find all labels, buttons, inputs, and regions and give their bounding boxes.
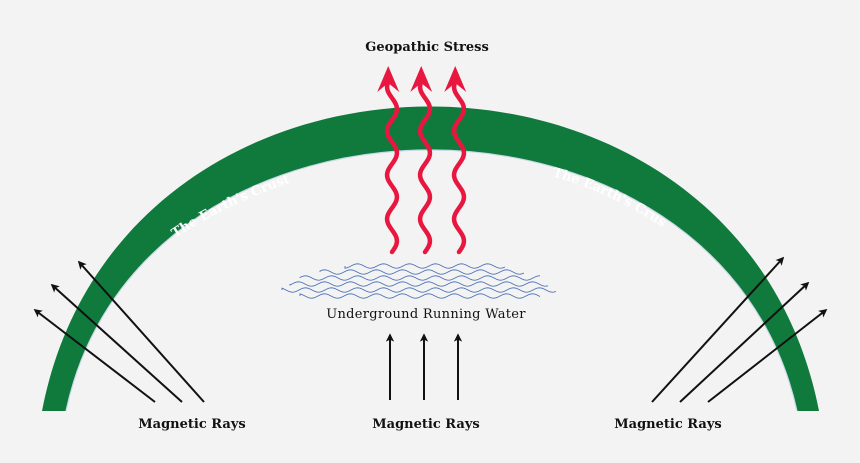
- crust-label-right-text: The Earth's Crust: [0, 0, 669, 230]
- water-wave-line: [344, 263, 506, 269]
- geopathic-stress-arrow-3: [451, 79, 467, 255]
- crust-inner-edge: [65, 149, 798, 412]
- magnetic-ray-arrow-left-2: [50, 283, 183, 403]
- earths-crust-band: [42, 106, 819, 411]
- geopathic-stress-arrowhead-2: [410, 66, 433, 92]
- underground-water-waves: [281, 263, 557, 299]
- magnetic-ray-arrow-right-3: [707, 308, 828, 403]
- magnetic-rays-right: [651, 256, 828, 403]
- geopathic-stress-arrow-2: [417, 79, 433, 255]
- water-wave-line: [281, 287, 557, 293]
- water-wave-line: [319, 269, 525, 275]
- magnetic-rays-label-left: Magnetic Rays: [138, 417, 245, 432]
- underground-water-label: Underground Running Water: [326, 307, 526, 322]
- magnetic-ray-arrow-left-1: [77, 260, 205, 403]
- water-wave-line: [289, 281, 549, 287]
- geopathic-stress-arrows: [377, 66, 467, 255]
- crust-label-right: The Earth's Crust: [0, 0, 669, 230]
- geopathic-stress-arrowhead-1: [377, 66, 400, 92]
- diagram-title: Geopathic Stress: [365, 40, 489, 55]
- magnetic-ray-arrow-left-3: [33, 308, 156, 403]
- magnetic-ray-arrow-right-2: [679, 281, 810, 403]
- water-wave-line: [299, 275, 541, 281]
- geopathic-stress-arrow-1: [384, 79, 400, 255]
- magnetic-rays-left: [33, 260, 205, 403]
- magnetic-ray-arrow-right-1: [651, 256, 785, 403]
- water-wave-line: [299, 293, 541, 299]
- geopathic-stress-arrowhead-3: [444, 66, 467, 92]
- magnetic-rays-label-center: Magnetic Rays: [372, 417, 479, 432]
- magnetic-rays-center: [385, 333, 463, 400]
- magnetic-rays-label-right: Magnetic Rays: [614, 417, 721, 432]
